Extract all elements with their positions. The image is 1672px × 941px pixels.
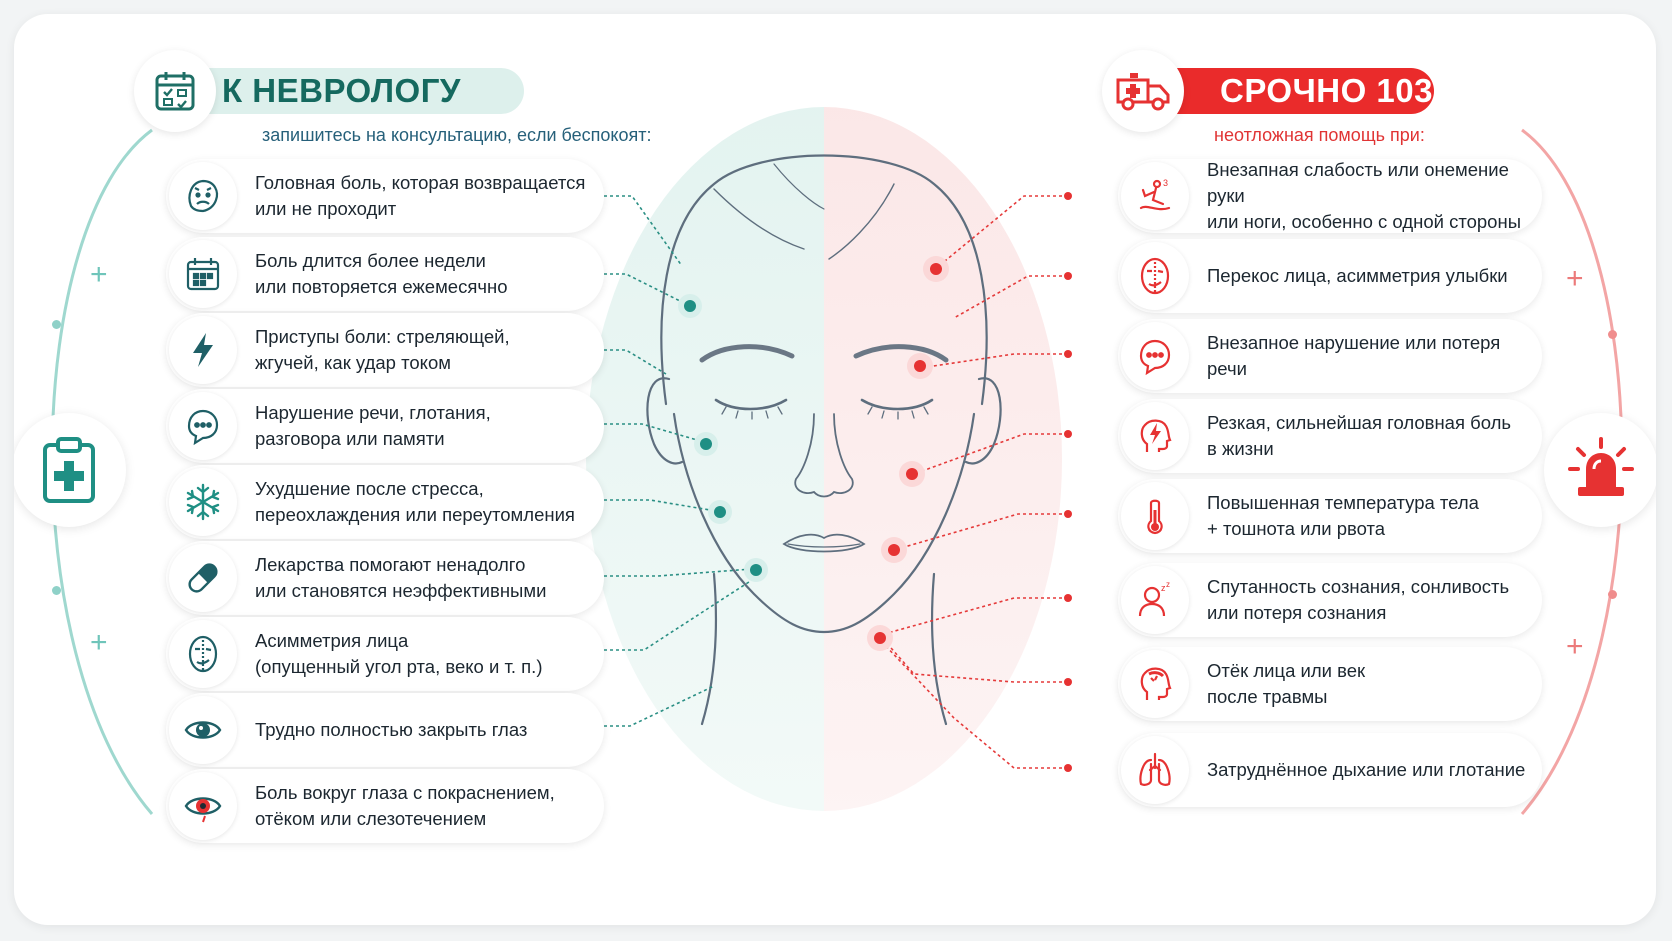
svg-text:z: z	[1166, 580, 1170, 589]
right-item-2: Перекос лица, асимметрия улыбки	[1118, 239, 1542, 313]
eye-icon	[169, 696, 237, 764]
face-illustration	[646, 154, 1002, 726]
sleepy-person-icon: z z	[1121, 566, 1189, 634]
pill-icon	[169, 544, 237, 612]
right-item-text: Внезапная слабость или онемение руки или…	[1207, 159, 1521, 232]
calendar-icon	[169, 240, 237, 308]
left-item-8: Трудно полностью закрыть глаз	[166, 693, 604, 767]
right-item-text: Спутанность сознания, сонливость или пот…	[1207, 576, 1510, 623]
left-item-7: Асимметрия лица (опущенный угол рта, век…	[166, 617, 604, 691]
left-item-1: Головная боль, которая возвращается или …	[166, 159, 604, 233]
right-header-subtitle: неотложная помощь при:	[1214, 125, 1425, 145]
left-item-text: Нарушение речи, глотания, разговора или …	[255, 402, 491, 449]
right-item-text: Перекос лица, асимметрия улыбки	[1207, 265, 1508, 286]
medical-clipboard-icon	[14, 413, 126, 527]
weak-arm-icon: 3	[1121, 162, 1189, 230]
left-connectors	[592, 195, 753, 727]
left-item-text: Приступы боли: стреляющей, жгучей, как у…	[255, 326, 510, 373]
right-item-1: 3 Внезапная слабость или онемение руки и…	[1118, 159, 1542, 233]
right-item-text: Повышенная температура тела + тошнота ил…	[1207, 492, 1479, 539]
right-item-8: Затруднённое дыхание или глотание	[1118, 733, 1542, 807]
face-asymmetry-icon	[169, 620, 237, 688]
svg-text:z: z	[1161, 583, 1166, 593]
right-item-7: Отёк лица или век после травмы	[1118, 647, 1542, 721]
infographic-card: + + + + К НЕВРОЛОГУ	[14, 14, 1656, 925]
lungs-icon	[1121, 736, 1189, 804]
right-item-5: Повышенная температура тела + тошнота ил…	[1118, 479, 1542, 553]
decor-plus: +	[1566, 630, 1584, 663]
decor-dot	[1608, 330, 1617, 339]
ambulance-icon	[1102, 50, 1184, 132]
calendar-icon	[134, 50, 216, 132]
right-header-title: СРОЧНО 103	[1144, 68, 1434, 114]
left-item-4: Нарушение речи, глотания, разговора или …	[166, 389, 604, 463]
right-item-6: z z Спутанность сознания, сонливость или…	[1118, 563, 1542, 637]
decor-plus: +	[1566, 262, 1584, 295]
right-face-markers	[867, 256, 949, 651]
decor-dot	[1608, 590, 1617, 599]
left-item-text: Головная боль, которая возвращается или …	[255, 172, 586, 219]
background-graphics	[50, 107, 1624, 815]
right-item-text: Отёк лица или век после травмы	[1207, 660, 1366, 707]
head-pain-icon	[169, 162, 237, 230]
left-item-6: Лекарства помогают ненадолго или становя…	[166, 541, 604, 615]
right-item-text: Резкая, сильнейшая головная боль в жизни	[1207, 412, 1512, 459]
left-item-text: Боль длится более недели или повторяется…	[255, 250, 508, 297]
siren-icon	[1544, 413, 1656, 527]
head-injury-icon	[1121, 650, 1189, 718]
speech-bubble-icon	[169, 392, 237, 460]
right-item-3: Внезапное нарушение или потеря речи	[1118, 319, 1542, 393]
left-header-subtitle: запишитесь на консультацию, если беспоко…	[262, 125, 652, 145]
left-item-3: Приступы боли: стреляющей, жгучей, как у…	[166, 313, 604, 387]
left-item-9: Боль вокруг глаза с покраснением, отёком…	[166, 769, 604, 843]
left-item-text: Трудно полностью закрыть глаз	[255, 719, 528, 740]
speech-bubble-icon	[1121, 322, 1189, 390]
right-connector-dots	[1064, 192, 1072, 772]
left-item-text: Лекарства помогают ненадолго или становя…	[255, 554, 547, 601]
left-item-text: Асимметрия лица (опущенный угол рта, век…	[255, 630, 543, 677]
right-connectors	[881, 195, 1068, 769]
decor-dot	[52, 320, 61, 329]
head-lightning-icon	[1121, 402, 1189, 470]
right-item-4: Резкая, сильнейшая головная боль в жизни	[1118, 399, 1542, 473]
face-asymmetry-icon	[1121, 242, 1189, 310]
right-item-text: Внезапное нарушение или потеря речи	[1207, 332, 1501, 379]
snowflake-icon	[169, 468, 237, 536]
left-item-2: Боль длится более недели или повторяется…	[166, 237, 604, 311]
left-face-markers	[678, 294, 768, 582]
svg-text:3: 3	[1163, 178, 1168, 188]
left-header-title: К НЕВРОЛОГУ	[164, 68, 524, 114]
right-item-text: Затруднённое дыхание или глотание	[1207, 759, 1526, 780]
decor-plus: +	[90, 626, 108, 659]
left-item-text: Ухудшение после стресса, переохлаждения …	[255, 478, 575, 525]
left-item-5: Ухудшение после стресса, переохлаждения …	[166, 465, 604, 539]
thermometer-icon	[1121, 482, 1189, 550]
left-item-text: Боль вокруг глаза с покраснением, отёком…	[255, 782, 555, 829]
red-eye-icon	[169, 772, 237, 840]
lightning-icon	[169, 316, 237, 384]
decor-dot	[52, 586, 61, 595]
decor-plus: +	[90, 258, 108, 291]
